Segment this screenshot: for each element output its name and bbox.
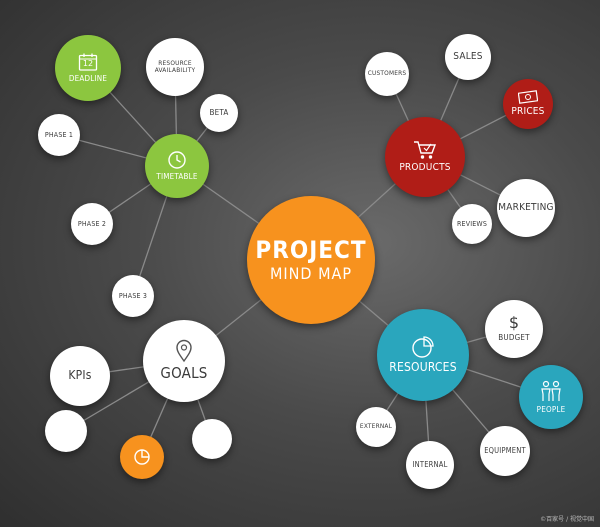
phase-3-node: PHASE 3: [112, 275, 154, 317]
resources-label: RESOURCES: [389, 360, 457, 375]
dollar-icon: $: [508, 313, 520, 333]
reviews-label: REVIEWS: [456, 219, 488, 228]
people-node: PEOPLE: [519, 365, 583, 429]
calendar-icon: 12: [78, 53, 98, 71]
equipment-node: EQUIPMENT: [480, 426, 530, 476]
external-node: EXTERNAL: [356, 407, 396, 447]
budget-node: $ BUDGET: [485, 300, 543, 358]
goals-node: GOALS: [143, 320, 225, 402]
budget-label: BUDGET: [498, 333, 530, 343]
goals-blank-node: [45, 410, 87, 452]
pie-chart-icon: [412, 336, 434, 358]
phase-1-node: PHASE 1: [38, 114, 80, 156]
cash-icon: [518, 90, 538, 105]
beta-node: BETA: [200, 94, 238, 132]
phase-1-label: PHASE 1: [44, 130, 74, 139]
deadline-label: DEADLINE: [68, 73, 108, 83]
resources-node: RESOURCES: [377, 309, 469, 401]
phase-2-node: PHASE 2: [71, 203, 113, 245]
marketing-node: MARKETING: [497, 179, 555, 237]
reviews-node: REVIEWS: [452, 204, 492, 244]
location-pin-icon: [176, 340, 192, 363]
goals-chart-node: [120, 435, 164, 479]
timetable-label: TIMETABLE: [156, 172, 198, 182]
goals-label: GOALS: [160, 364, 208, 383]
pie-chart-icon: [134, 449, 150, 465]
customers-node: CUSTOMERS: [365, 52, 409, 96]
internal-label: INTERNAL: [412, 459, 448, 469]
timetable-node: TIMETABLE: [145, 134, 209, 198]
prices-node: PRICES: [503, 79, 553, 129]
external-label: EXTERNAL: [359, 422, 393, 431]
customers-label: CUSTOMERS: [367, 69, 407, 78]
equipment-label: EQUIPMENT: [484, 445, 526, 455]
products-label: PRODUCTS: [399, 162, 451, 174]
kpis-node: KPIs: [50, 346, 110, 406]
beta-label: BETA: [209, 108, 229, 118]
sales-node: SALES: [445, 34, 491, 80]
kpis-label: KPIs: [68, 368, 92, 383]
goals-blank-node-2: [192, 419, 232, 459]
internal-node: INTERNAL: [406, 441, 454, 489]
resource-availability-node: RESOURCE AVAILABILITY: [146, 38, 204, 96]
sales-label: SALES: [453, 51, 483, 63]
center-title: PROJECT: [255, 235, 367, 264]
center-subtitle: MIND MAP: [269, 264, 353, 284]
deadline-node: 12 DEADLINE: [55, 35, 121, 101]
resource-availability-label: RESOURCE AVAILABILITY: [154, 58, 196, 74]
marketing-label: MARKETING: [498, 202, 554, 214]
prices-label: PRICES: [511, 106, 545, 118]
project-mind-map-node: PROJECT MIND MAP: [247, 196, 375, 324]
people-icon: [541, 381, 561, 402]
phase-3-label: PHASE 3: [118, 291, 148, 300]
shopping-cart-icon: [414, 141, 437, 159]
products-node: PRODUCTS: [385, 117, 465, 197]
deadline-date: 12: [82, 58, 94, 68]
phase-2-label: PHASE 2: [77, 219, 107, 228]
people-label: PEOPLE: [536, 405, 566, 415]
clock-icon: [168, 151, 186, 170]
watermark: ©百家号 / 视觉中国: [540, 516, 594, 523]
